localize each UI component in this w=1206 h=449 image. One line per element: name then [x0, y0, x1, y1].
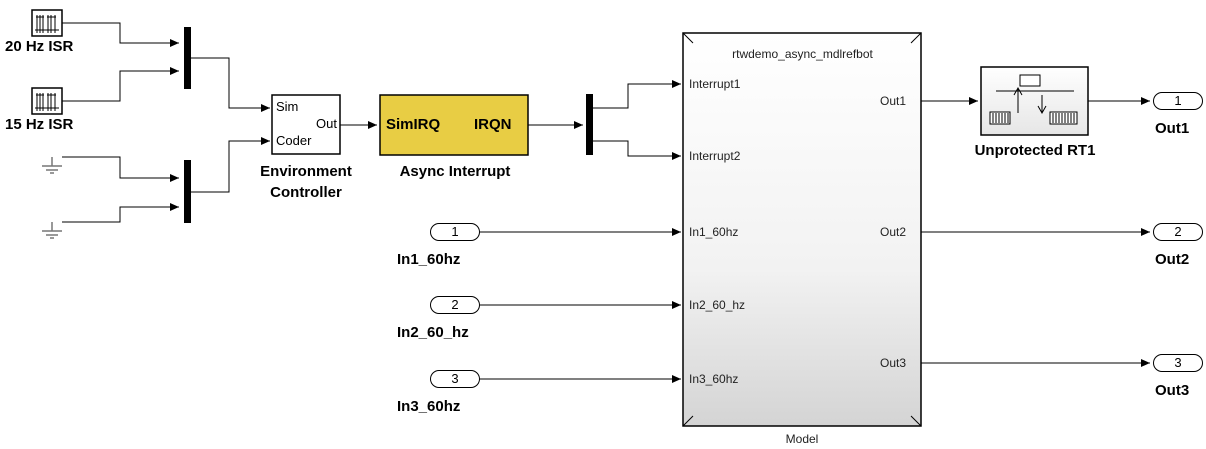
controller-out-port: Out: [316, 116, 337, 131]
model-output-out2: Out2: [880, 225, 907, 239]
inport-1[interactable]: 1: [430, 223, 480, 241]
isr-15hz-block[interactable]: [31, 87, 63, 115]
model-caption: Model: [785, 432, 819, 446]
pulse-train-icon: [35, 15, 59, 33]
rate-transition-label: Unprotected RT1: [974, 142, 1096, 159]
inport-2[interactable]: 2: [430, 296, 480, 314]
model-input-in2: In2_60_hz: [689, 298, 746, 312]
inport-3-label: In3_60hz: [397, 398, 461, 415]
controller-sim-port: Sim: [276, 99, 299, 114]
ground-signal-lines[interactable]: [62, 156, 179, 223]
model-input-in1: In1_60hz: [689, 225, 739, 239]
mux-bar-icon[interactable]: [586, 94, 593, 155]
inport-lines[interactable]: [480, 228, 681, 383]
model-title: rtwdemo_async_mdlrefbot: [732, 47, 873, 61]
model-output-out3: Out3: [880, 356, 907, 370]
model-input-interrupt1: Interrupt1: [689, 77, 741, 91]
isr-20hz-block[interactable]: [31, 9, 63, 37]
mux-to-controller-lines[interactable]: [191, 57, 270, 193]
model-input-in3: In3_60hz: [689, 372, 739, 386]
controller-label-line1: Environment: [260, 163, 352, 180]
mux-bar-icon[interactable]: [184, 27, 191, 89]
pulse-train-icon: [35, 93, 59, 111]
model-output-out1: Out1: [880, 94, 907, 108]
isr-20hz-label: 20 Hz ISR: [5, 38, 74, 55]
isr-15hz-label: 15 Hz ISR: [5, 116, 74, 133]
async-interrupt-block[interactable]: [379, 94, 529, 156]
inport-2-label: In2_60_hz: [397, 324, 469, 341]
inport-1-label: In1_60hz: [397, 251, 461, 268]
environment-controller-block[interactable]: [271, 94, 341, 155]
model-input-interrupt2: Interrupt2: [689, 149, 741, 163]
outport-1-label: Out1: [1155, 120, 1190, 137]
outport-1[interactable]: 1: [1153, 92, 1203, 110]
async-interrupt-label: Async Interrupt: [399, 163, 511, 180]
isr-signal-lines[interactable]: [62, 22, 179, 102]
model-reference-block[interactable]: [682, 32, 922, 427]
demux-to-model-lines[interactable]: [593, 80, 681, 160]
controller-coder-port: Coder: [276, 133, 312, 148]
model-output-lines[interactable]: [921, 97, 1150, 367]
inport-3[interactable]: 3: [430, 370, 480, 388]
mux-bar-icon[interactable]: [184, 160, 191, 223]
outport-3[interactable]: 3: [1153, 354, 1203, 372]
outport-2[interactable]: 2: [1153, 223, 1203, 241]
rate-transition-icon[interactable]: [980, 66, 1089, 136]
async-simirq-label: SimIRQ: [386, 116, 441, 133]
outport-2-label: Out2: [1155, 251, 1190, 268]
outport-3-label: Out3: [1155, 382, 1190, 399]
async-irqn-label: IRQN: [474, 116, 512, 133]
ground-icon[interactable]: [42, 157, 62, 174]
controller-label-line2: Controller: [270, 184, 342, 201]
ground-icon[interactable]: [42, 222, 62, 239]
